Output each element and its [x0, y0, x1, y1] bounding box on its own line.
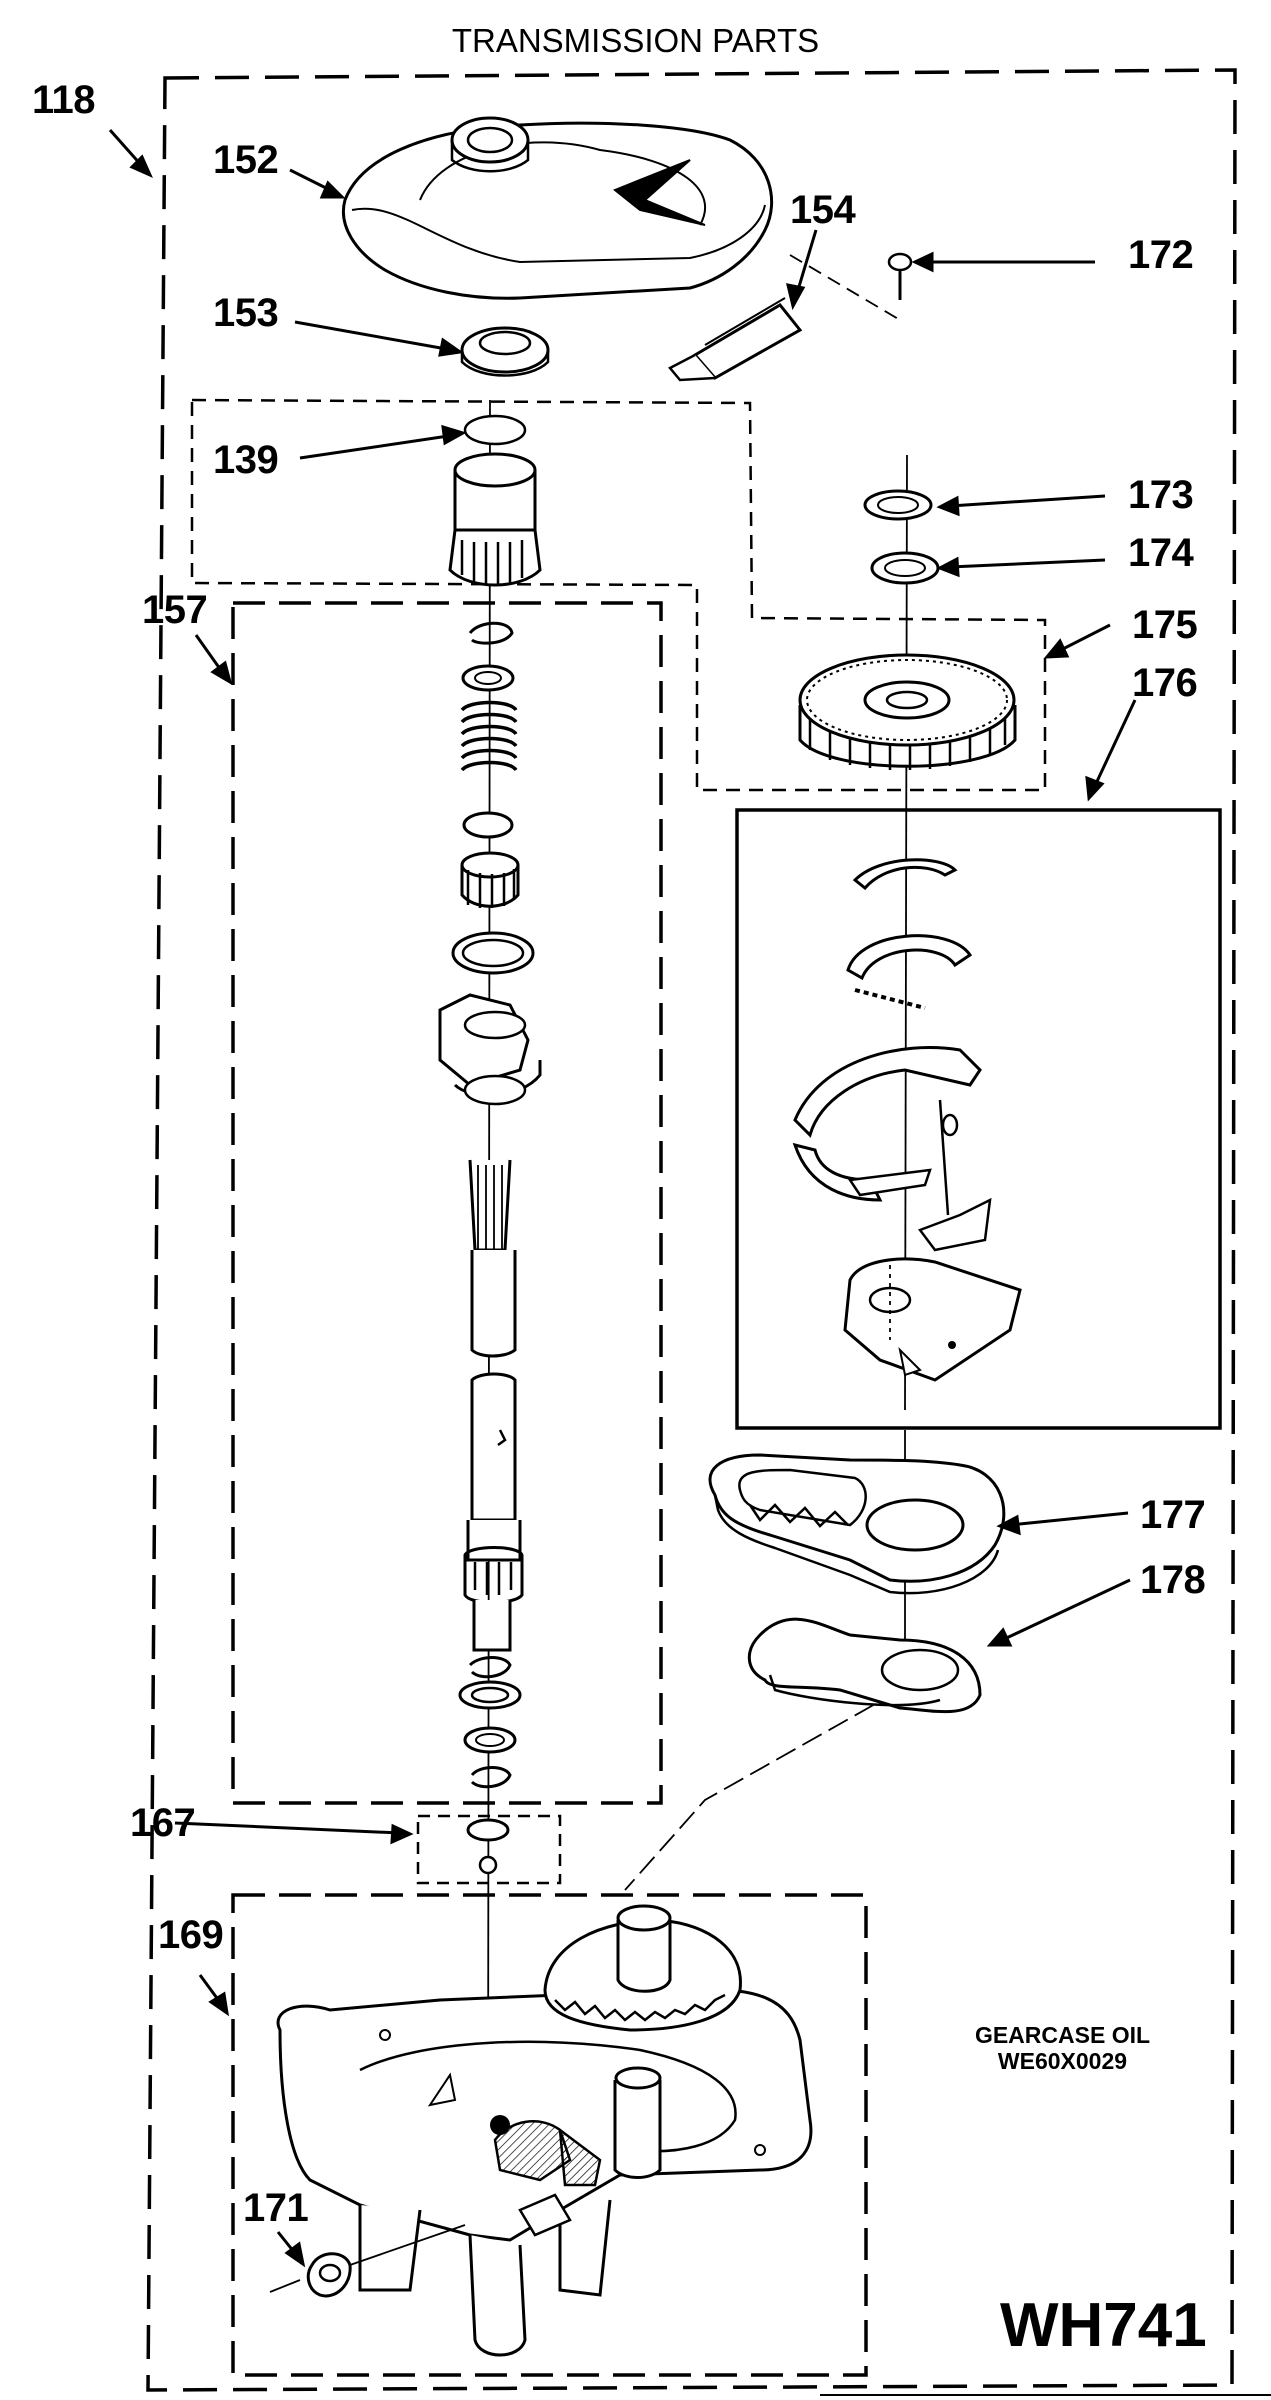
callout-154: 154 — [790, 188, 856, 232]
callout-118: 118 — [32, 78, 96, 122]
group-169-boundary — [231, 1893, 868, 2377]
callout-169: 169 — [158, 1913, 224, 1957]
callout-175: 175 — [1132, 603, 1198, 647]
callout-157: 157 — [142, 588, 208, 632]
gearcase-base-169 — [276, 1904, 813, 2357]
pinion-assembly-139 — [448, 414, 542, 587]
shifter-assembly-176 — [792, 858, 1022, 1382]
bearing-167 — [466, 1818, 510, 1875]
note-line-1: GEARCASE OIL — [974, 2022, 1151, 2048]
group-176-boundary — [735, 808, 1222, 1430]
washer-174 — [870, 551, 940, 585]
screw-172 — [887, 252, 913, 300]
callout-178: 178 — [1140, 1558, 1206, 1602]
gearcase-oil-tube-154 — [668, 297, 803, 382]
drive-gear-175 — [798, 653, 1017, 770]
callout-167: 167 — [130, 1801, 196, 1845]
page-title: TRANSMISSION PARTS — [451, 22, 820, 59]
callout-176: 176 — [1132, 661, 1198, 705]
agitate-shaft-assembly-157 — [438, 621, 542, 1789]
callout-172: 172 — [1128, 233, 1194, 277]
callout-173: 173 — [1128, 473, 1194, 517]
seal-171 — [269, 2224, 466, 2298]
model-number: WH741 — [1000, 2291, 1207, 2360]
callout-139: 139 — [213, 438, 279, 482]
callout-153: 153 — [213, 291, 279, 335]
leader-lines — [108, 129, 1137, 2268]
gear-case-cover-152 — [342, 116, 774, 300]
note-line-2: WE60X0029 — [997, 2048, 1128, 2075]
callout-174: 174 — [1128, 531, 1194, 575]
brake-yoke-178 — [747, 1617, 982, 1714]
seal-153 — [460, 326, 550, 377]
right-axis-line — [904, 454, 908, 1411]
washer-173 — [863, 489, 933, 521]
callout-152: 152 — [213, 138, 279, 182]
group-139-boundary — [190, 398, 1047, 792]
callout-171: 171 — [243, 2186, 309, 2230]
assembly-118-boundary — [146, 68, 1237, 2392]
gearcase-oil-note: GEARCASE OIL WE60X0029 — [930, 2022, 1195, 2075]
group-157-boundary — [231, 601, 663, 1805]
shifter-plate-177 — [708, 1453, 1006, 1595]
callout-177: 177 — [1140, 1493, 1206, 1537]
connecting-line — [624, 1689, 901, 1891]
